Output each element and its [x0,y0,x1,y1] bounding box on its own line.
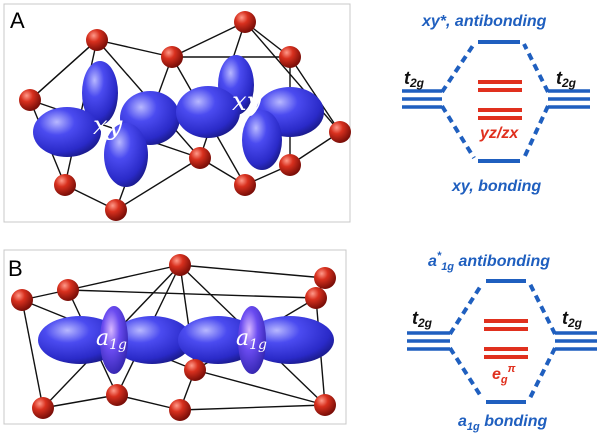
panel-a-center-levels [478,80,522,120]
panel-a-orbital-left [33,61,180,187]
panel-a-t2g-left-levels [402,89,442,109]
panel-a-t2g-right-levels [548,89,590,109]
panel-a-structure: A [3,3,351,223]
panel-b-mo-bottom-label: a1g bonding [458,413,548,433]
panel-a-center-label: yz/zx [479,125,519,142]
panel-a-letter: A [10,8,25,33]
panel-b-connectors [448,282,557,400]
panel-b-structure: B [3,249,347,425]
panel-b-letter: B [8,256,23,281]
panel-b-left-level-label: t2g [412,308,433,330]
panel-b-mo-top-label: a*1g antibonding [428,250,550,273]
panel-b-center-levels [484,319,528,359]
panel-a-orbital-right [176,55,324,170]
panel-b-atoms [11,254,336,421]
panel-b-t2g-right-levels [555,331,597,351]
panel-a-mo-bottom-label: xy, bonding [451,178,541,195]
panel-b-orbital-label-right: a1g [236,326,267,353]
panel-a-mo-top-label: xy*, antibonding [421,13,547,30]
panel-a-right-level-label: t2g [556,68,577,90]
panel-b-orbital-right [178,306,334,374]
panel-b-t2g-left-levels [407,331,450,351]
panel-a-orbital-label-right: xy [232,87,262,117]
panel-a-atoms [19,11,351,221]
panel-a-connectors [440,42,550,160]
panel-b-mo-diagram: a*1g antibonding t2g t2g egπ a1g [407,250,597,433]
panel-b-right-level-label: t2g [562,308,583,330]
panel-b-orbital-left [38,306,192,374]
panel-a-orbital-label-left: xy [93,111,123,141]
panel-a-left-level-label: t2g [404,68,425,90]
panel-b-center-label: egπ [492,363,516,386]
panel-a-mo-diagram: xy*, antibonding [402,13,590,195]
panel-b-orbital-label-left: a1g [96,326,127,353]
